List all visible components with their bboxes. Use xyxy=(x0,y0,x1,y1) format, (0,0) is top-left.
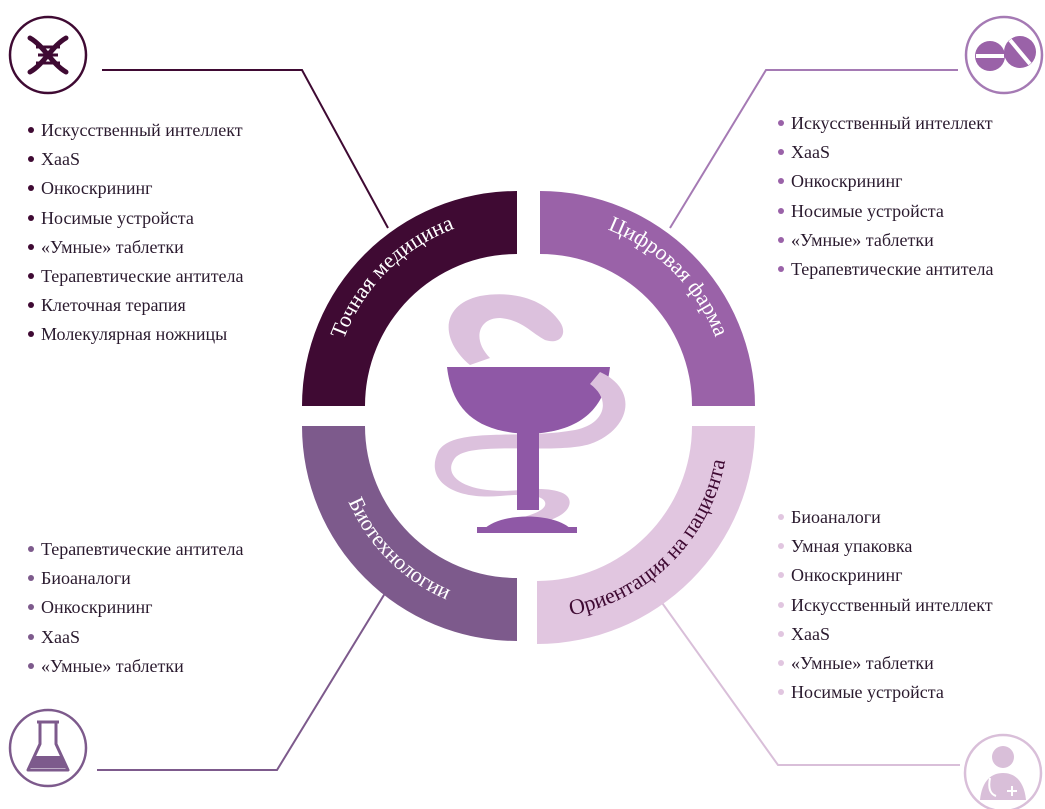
doctor-icon xyxy=(963,733,1043,809)
list-item: «Умные» таблетки xyxy=(778,226,994,255)
bullet-dot xyxy=(778,207,784,214)
bullet-dot xyxy=(28,546,34,552)
list-item: Онкоскрининг xyxy=(778,561,993,590)
list-item: Биоаналоги xyxy=(28,564,244,593)
list-item: Искусственный интеллект xyxy=(778,109,994,138)
connector-line-bottom-right xyxy=(659,599,960,766)
bullet-dot xyxy=(778,601,784,608)
bullet-dot xyxy=(778,149,784,156)
list-item-text: «Умные» таблетки xyxy=(41,655,184,676)
list-item-text: Онкоскрининг xyxy=(41,178,153,199)
segment-precision-medicine xyxy=(302,191,517,406)
bullet-dot xyxy=(28,273,34,280)
list-item: Носимые устройста xyxy=(778,678,993,707)
segment-biotechnology xyxy=(302,426,517,641)
bullet-dot xyxy=(28,662,34,669)
bullet-dot xyxy=(28,243,34,250)
list-item: Искусственный интеллект xyxy=(778,591,993,620)
list-item-text: Терапевтические антитела xyxy=(791,259,994,280)
bullet-dot xyxy=(778,689,784,696)
list-item-text: Искусственный интеллект xyxy=(791,113,993,133)
list-item: Онкоскрининг xyxy=(778,167,994,196)
list-item-text: Клеточная терапия xyxy=(41,295,186,316)
flask-icon xyxy=(8,708,88,788)
list-item-text: «Умные» таблетки xyxy=(791,229,934,250)
list-item-text: Искусственный интеллект xyxy=(791,594,993,615)
list-item-text: Носимые устройста xyxy=(791,682,944,703)
segment-patient-orientation xyxy=(537,426,755,644)
dna-icon xyxy=(8,15,88,95)
list-item-text: Носимые устройста xyxy=(791,200,944,221)
bullet-dot xyxy=(28,127,34,133)
list-item-text: Молекулярная ножницы xyxy=(41,324,228,345)
list-item-text: XaaS xyxy=(41,626,80,647)
list-item-text: Биоаналоги xyxy=(791,507,881,527)
list-item: «Умные» таблетки xyxy=(28,652,244,681)
list-item: Молекулярная ножницы xyxy=(28,320,244,349)
bullet-dot xyxy=(28,633,34,640)
bullet-dot xyxy=(28,185,34,192)
list-item-text: Терапевтические антитела xyxy=(41,266,244,287)
list-item: Терапевтические антитела xyxy=(778,255,994,284)
list-item-text: Онкоскрининг xyxy=(41,597,153,618)
connector-line-top-left xyxy=(102,69,389,229)
list-item: XaaS xyxy=(778,620,993,649)
list-item-text: Умная упаковка xyxy=(791,536,913,557)
list-item: Клеточная терапия xyxy=(28,291,244,320)
list-item-text: Искусственный интеллект xyxy=(41,120,243,140)
connector-line-bottom-left xyxy=(97,589,388,771)
list-item-text: «Умные» таблетки xyxy=(791,653,934,674)
bullet-dot xyxy=(778,660,784,667)
bullet-dot xyxy=(778,572,784,579)
list-item-text: Онкоскрининг xyxy=(791,565,903,586)
bullet-dot xyxy=(778,543,784,550)
list-item: Носимые устройста xyxy=(778,197,994,226)
bullet-dot xyxy=(778,178,784,185)
bullet-dot xyxy=(778,236,784,243)
list-item: Искусственный интеллект xyxy=(28,116,244,145)
list-item: «Умные» таблетки xyxy=(778,649,993,678)
bullet-dot xyxy=(28,604,34,611)
list-item: Онкоскрининг xyxy=(28,174,244,203)
list-item-text: Терапевтические антитела xyxy=(41,539,244,559)
pills-icon xyxy=(964,15,1044,95)
list-item-text: Носимые устройста xyxy=(41,207,194,228)
segment-digital-pharma xyxy=(540,191,755,406)
list-item: XaaS xyxy=(28,623,244,652)
list-item-text: Биоаналоги xyxy=(41,568,131,589)
list-item: XaaS xyxy=(778,138,994,167)
bullet-dot xyxy=(778,120,784,126)
bullet-dot xyxy=(778,514,784,520)
list-item-text: Онкоскрининг xyxy=(791,171,903,192)
bullet-dot xyxy=(28,575,34,582)
list-item: Носимые устройста xyxy=(28,204,244,233)
list-item-text: «Умные» таблетки xyxy=(41,236,184,257)
bullet-dot xyxy=(778,266,784,273)
list-item: Умная упаковка xyxy=(778,532,993,561)
list-item: Терапевтические антитела xyxy=(28,262,244,291)
bowl-of-hygieia-icon xyxy=(434,294,626,533)
list-item-text: XaaS xyxy=(791,142,830,163)
list-item-text: XaaS xyxy=(41,149,80,170)
list-item-text: XaaS xyxy=(791,623,830,644)
connector-line-top-right xyxy=(669,69,958,229)
list-item: «Умные» таблетки xyxy=(28,233,244,262)
list-item: Биоаналоги xyxy=(778,503,993,532)
bullet-dot xyxy=(28,331,34,338)
list-item: XaaS xyxy=(28,145,244,174)
bullet-dot xyxy=(28,214,34,221)
bullet-dot xyxy=(778,630,784,637)
bullet-dot xyxy=(28,302,34,309)
list-item: Онкоскрининг xyxy=(28,593,244,622)
bullet-dot xyxy=(28,156,34,163)
list-item: Терапевтические антитела xyxy=(28,535,244,564)
